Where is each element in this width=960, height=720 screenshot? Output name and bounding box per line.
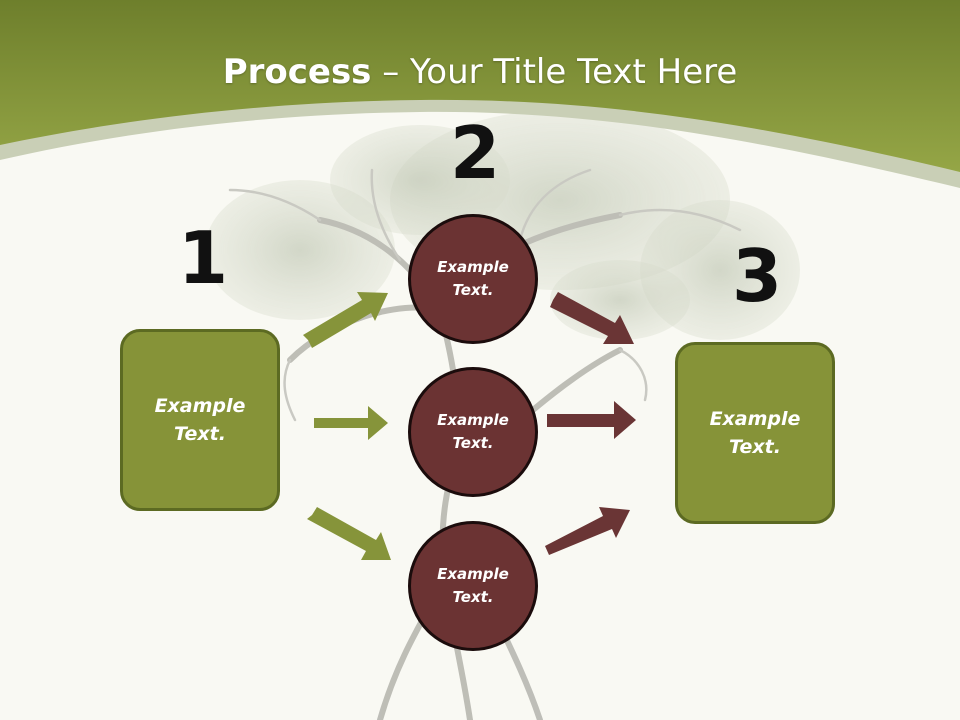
step-number-3: 3 xyxy=(732,234,783,318)
step-1-box[interactable]: Example Text. xyxy=(120,329,280,511)
title-bold: Process xyxy=(222,52,372,92)
arrow-1-to-2b xyxy=(314,406,388,440)
circle-bottom-label-line1: Example xyxy=(437,564,509,583)
arrow-1-to-2c xyxy=(307,507,391,560)
arrow-2c-to-3 xyxy=(545,507,630,555)
arrow-2a-to-3 xyxy=(550,292,634,344)
header-band xyxy=(0,0,960,172)
step-3-label-line1: Example xyxy=(709,407,801,430)
arrow-1-to-2a xyxy=(303,292,388,348)
arrow-2b-to-3 xyxy=(547,401,636,439)
step-number-1: 1 xyxy=(178,216,229,300)
title-rest: – Your Title Text Here xyxy=(371,52,738,92)
step-1-label-line1: Example xyxy=(154,394,246,417)
circle-top-label-line1: Example xyxy=(437,257,509,276)
circle-top-label-line2: Text. xyxy=(452,281,494,299)
step-2-circle-bottom[interactable]: Example Text. xyxy=(408,521,538,651)
circle-middle-label-line2: Text. xyxy=(452,434,494,452)
circle-middle-label-line1: Example xyxy=(437,410,509,429)
slide-title: Process – Your Title Text Here xyxy=(0,52,960,92)
step-1-label-line2: Text. xyxy=(174,423,226,445)
step-3-box[interactable]: Example Text. xyxy=(675,342,835,524)
circle-bottom-label-line2: Text. xyxy=(452,588,494,606)
step-2-circle-middle[interactable]: Example Text. xyxy=(408,367,538,497)
step-number-2: 2 xyxy=(450,111,501,195)
step-2-circle-top[interactable]: Example Text. xyxy=(408,214,538,344)
step-3-label-line2: Text. xyxy=(729,436,781,458)
